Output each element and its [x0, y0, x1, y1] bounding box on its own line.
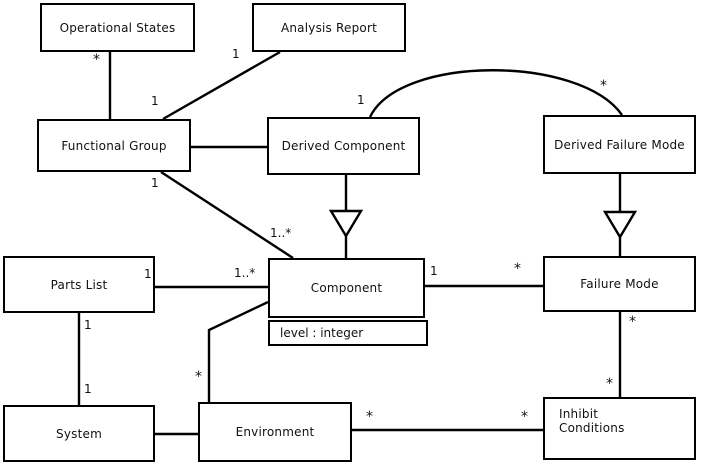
class-name-derived-component: Derived Component: [281, 139, 406, 153]
class-name-system: System: [56, 426, 102, 441]
class-name-derived-failure-mode: Derived Failure Mode: [554, 137, 685, 152]
generalization-triangle-component: [328, 209, 364, 239]
attribute-level-integer: level : integer: [280, 326, 364, 340]
multiplicity-derived-component-to-arc: 1: [357, 93, 365, 107]
multiplicity-parts-list-to-component: 1: [144, 267, 152, 281]
class-box-failure-mode[interactable]: Failure Mode: [543, 256, 696, 312]
multiplicity-component-to-failure-mode: 1: [430, 264, 438, 278]
multiplicity-inhibit-to-environment: *: [521, 409, 528, 425]
class-box-derived-failure-mode[interactable]: Derived Failure Mode: [543, 115, 696, 174]
multiplicity-operational-states: *: [93, 52, 100, 68]
multiplicity-system-to-parts-list: 1: [84, 382, 92, 396]
class-box-environment[interactable]: Environment: [198, 402, 352, 462]
class-box-parts-list[interactable]: Parts List: [3, 256, 155, 313]
multiplicity-component-to-functional-group: 1..*: [270, 226, 292, 240]
class-name-inhibit-conditions: Inhibit Conditions: [559, 407, 625, 435]
class-name-failure-mode: Failure Mode: [580, 277, 659, 291]
class-box-functional-group[interactable]: Functional Group: [37, 119, 191, 172]
multiplicity-functional-group-to-report: 1: [151, 94, 159, 108]
class-name-operational-states: Operational States: [59, 20, 176, 35]
class-box-system[interactable]: System: [3, 405, 155, 462]
multiplicity-functional-group-to-component: 1: [151, 176, 159, 190]
class-name-analysis-report: Analysis Report: [280, 20, 378, 35]
multiplicity-analysis-report: 1: [232, 47, 240, 61]
class-name-functional-group: Functional Group: [61, 138, 167, 153]
multiplicity-parts-list-to-system: 1: [84, 318, 92, 332]
class-box-inhibit-conditions[interactable]: Inhibit Conditions: [543, 397, 696, 460]
class-box-derived-component[interactable]: Derived Component: [267, 117, 420, 175]
edge-analysis-report-functional-group: [162, 50, 281, 121]
multiplicity-environment-to-inhibit: *: [366, 409, 373, 425]
multiplicity-component-to-environment: *: [195, 369, 202, 385]
class-box-operational-states[interactable]: Operational States: [40, 3, 195, 52]
class-attributes-component[interactable]: level : integer: [268, 320, 428, 346]
class-name-environment: Environment: [235, 425, 315, 439]
multiplicity-failure-mode-to-inhibit: *: [629, 314, 636, 330]
edge-derived-component-derived-failure-mode: [368, 69, 623, 118]
class-name-parts-list: Parts List: [50, 277, 108, 292]
class-box-analysis-report[interactable]: Analysis Report: [252, 3, 406, 52]
class-name-component: Component: [310, 281, 383, 295]
edge-functional-group-component: [160, 170, 294, 260]
class-box-component[interactable]: Component: [268, 258, 425, 318]
generalization-triangle-failure-mode: [602, 210, 638, 240]
multiplicity-inhibit-to-failure-mode: *: [606, 376, 613, 392]
multiplicity-component-to-parts-list: 1..*: [234, 266, 256, 280]
multiplicity-failure-mode-to-component: *: [514, 261, 521, 277]
edge-component-environment: [207, 300, 269, 402]
multiplicity-derived-failure-mode-arc: *: [600, 78, 607, 94]
